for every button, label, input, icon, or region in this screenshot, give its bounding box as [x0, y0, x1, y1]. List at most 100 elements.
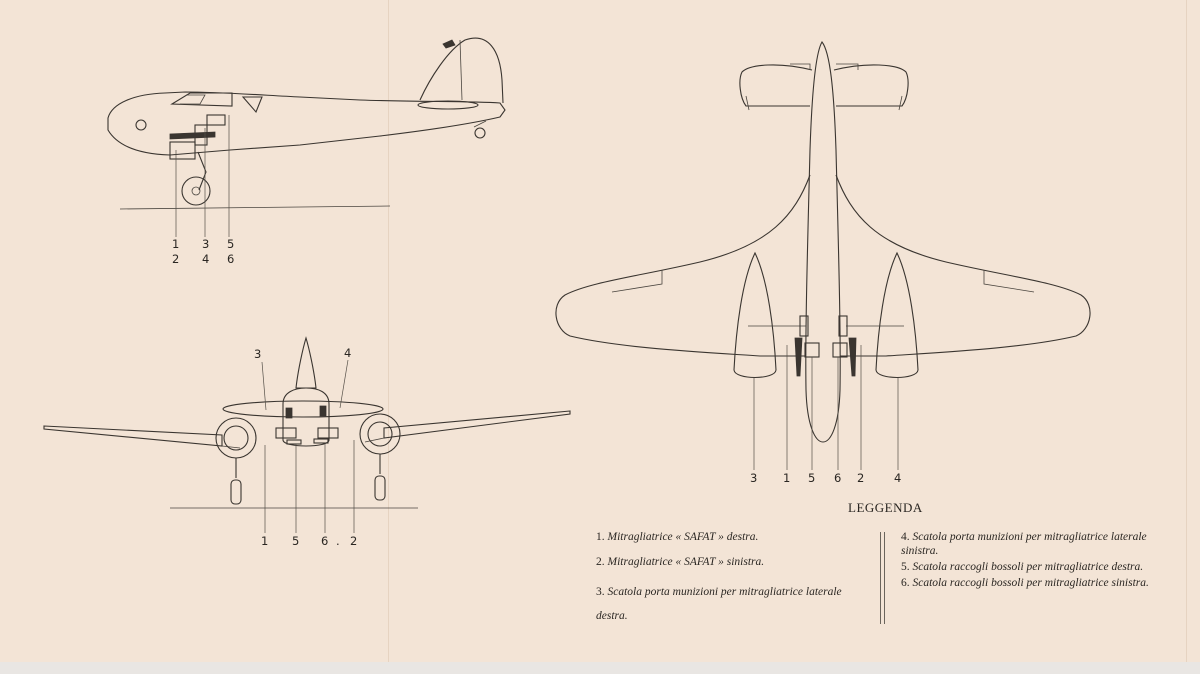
front-view-gun-left [275, 427, 297, 439]
legend-divider [880, 532, 881, 624]
legend-divider [884, 532, 885, 624]
front-view-gun-left-top [285, 407, 293, 419]
front-view-tailplane [222, 400, 384, 418]
top-view-fuselage [805, 41, 841, 443]
side-view-vertical-fin [419, 37, 504, 104]
front-view-left-nacelle-inner [223, 425, 249, 451]
legend-item-text: Scatola porta munizioni per mitragliatri… [596, 586, 842, 622]
top-view-gun-left [838, 315, 848, 337]
side-view-ammo-box [194, 124, 208, 146]
legend-item: 4. Scatola porta munizioni per mitraglia… [901, 530, 1171, 558]
front-view-gun-right-top [319, 405, 327, 417]
side-view-rudder-line [459, 39, 463, 101]
front-view-label: 4 [344, 346, 351, 360]
paper-fold-line [1186, 0, 1187, 662]
top-view-label: 6 [834, 471, 841, 485]
side-view-tailplane [417, 100, 479, 110]
top-view-ammo-right [794, 337, 803, 377]
legend-item-text: Scatola raccogli bossoli per mitragliatr… [912, 561, 1144, 573]
legend-item-text: Scatola porta munizioni per mitragliatri… [901, 531, 1147, 557]
legend-item-number: 2. [596, 556, 605, 568]
front-view-label: 6 [321, 534, 328, 548]
legend-item-text: Mitragliatrice « SAFAT » sinistra. [607, 556, 765, 568]
side-view-tail-strut [473, 120, 487, 128]
front-view-wing-root [221, 437, 385, 449]
side-view-label: 6 [227, 252, 234, 266]
side-view-ground-line [119, 205, 391, 210]
top-view-label: 3 [750, 471, 757, 485]
top-view-label: 1 [783, 471, 790, 485]
front-view-gun-right [317, 427, 339, 439]
front-view-shell-box-right [313, 438, 329, 444]
front-view-label: 2 [350, 534, 357, 548]
side-view-window [241, 96, 263, 114]
top-view-right-tailplane [833, 64, 909, 107]
front-view-label: 5 [292, 534, 299, 548]
top-view-right-wing [835, 174, 1091, 357]
legend-column-left: 1. Mitragliatrice « SAFAT » destra. 2. M… [596, 530, 868, 639]
top-view-left-tailplane [739, 64, 813, 107]
front-view-leader-4 [339, 359, 349, 409]
top-view-gun-right [799, 315, 809, 337]
top-view-shell-box-left [832, 342, 848, 358]
legend-title: LEGGENDA [848, 500, 923, 515]
legend-item-number: 4. [901, 531, 910, 543]
page-bottom-edge [0, 662, 1200, 674]
side-view-shell-box [169, 141, 196, 160]
side-view-canopy [170, 92, 233, 107]
legend-item-number: 1. [596, 531, 605, 543]
legend-item-number: 6. [901, 577, 910, 589]
front-view-right-nacelle-inner [367, 421, 393, 447]
legend-item-text: Scatola raccogli bossoli per mitragliatr… [912, 577, 1149, 589]
side-view-tail-wheel [474, 127, 486, 139]
side-view-label: 4 [202, 252, 209, 266]
legend-item: 1. Mitragliatrice « SAFAT » destra. [596, 530, 868, 544]
side-view-aircraft: 1 2 3 4 5 6 [107, 37, 506, 266]
legend-item: 5. Scatola raccogli bossoli per mitragli… [901, 560, 1171, 574]
legend-item-number: 5. [901, 561, 910, 573]
side-view-nose-porthole [135, 119, 147, 131]
side-view-canopy-frame [180, 94, 206, 105]
top-view-ammo-left [848, 337, 857, 377]
legend-item: 6. Scatola raccogli bossoli per mitragli… [901, 576, 1171, 590]
side-view-main-wheel [181, 176, 211, 206]
side-view-label: 5 [227, 237, 234, 251]
front-view-aircraft: 3 4 1 5 6 . 2 [43, 336, 571, 548]
side-view-gear-strut [197, 151, 207, 191]
legend-item: 2. Mitragliatrice « SAFAT » sinistra. [596, 555, 868, 569]
side-view-gun-box [206, 114, 226, 126]
front-view-shell-box-left [286, 439, 302, 445]
top-view-tail-horns [745, 95, 903, 111]
front-view-right-wheel [374, 475, 386, 501]
top-view-label: 2 [857, 471, 864, 485]
top-view-left-wing [555, 174, 811, 357]
top-view-elevator-lines [790, 63, 859, 70]
side-view-wheel-hub [191, 186, 201, 196]
legend-item-number: 3. [596, 586, 605, 598]
top-view-left-nacelle [733, 251, 777, 379]
front-view-label: . [336, 534, 340, 548]
front-view-leader-3 [261, 361, 267, 411]
legend-item: 3. Scatola porta munizioni per mitraglia… [596, 580, 868, 628]
side-view-label: 2 [172, 252, 179, 266]
side-view-gun-barrel [169, 131, 216, 140]
top-view-label: 4 [894, 471, 901, 485]
top-view-aileron-lines [611, 270, 1035, 293]
side-view-label: 3 [202, 237, 209, 251]
side-view-fin-tip [442, 39, 456, 49]
side-view-label: 1 [172, 237, 179, 251]
front-view-vertical-fin [295, 336, 317, 389]
front-view-right-nacelle [359, 413, 401, 455]
legend-column-right: 4. Scatola porta munizioni per mitraglia… [901, 530, 1171, 592]
front-view-left-wing [43, 425, 223, 447]
top-view-shell-box-right [804, 342, 820, 358]
front-view-left-wheel [230, 479, 242, 505]
legend-item-text: Mitragliatrice « SAFAT » destra. [607, 531, 759, 543]
front-view-right-wing [383, 410, 571, 439]
front-view-label: 3 [254, 347, 261, 361]
top-view-aircraft: 3 1 5 6 2 4 [555, 41, 1091, 485]
top-view-label: 5 [808, 471, 815, 485]
top-view-right-nacelle [875, 251, 919, 379]
